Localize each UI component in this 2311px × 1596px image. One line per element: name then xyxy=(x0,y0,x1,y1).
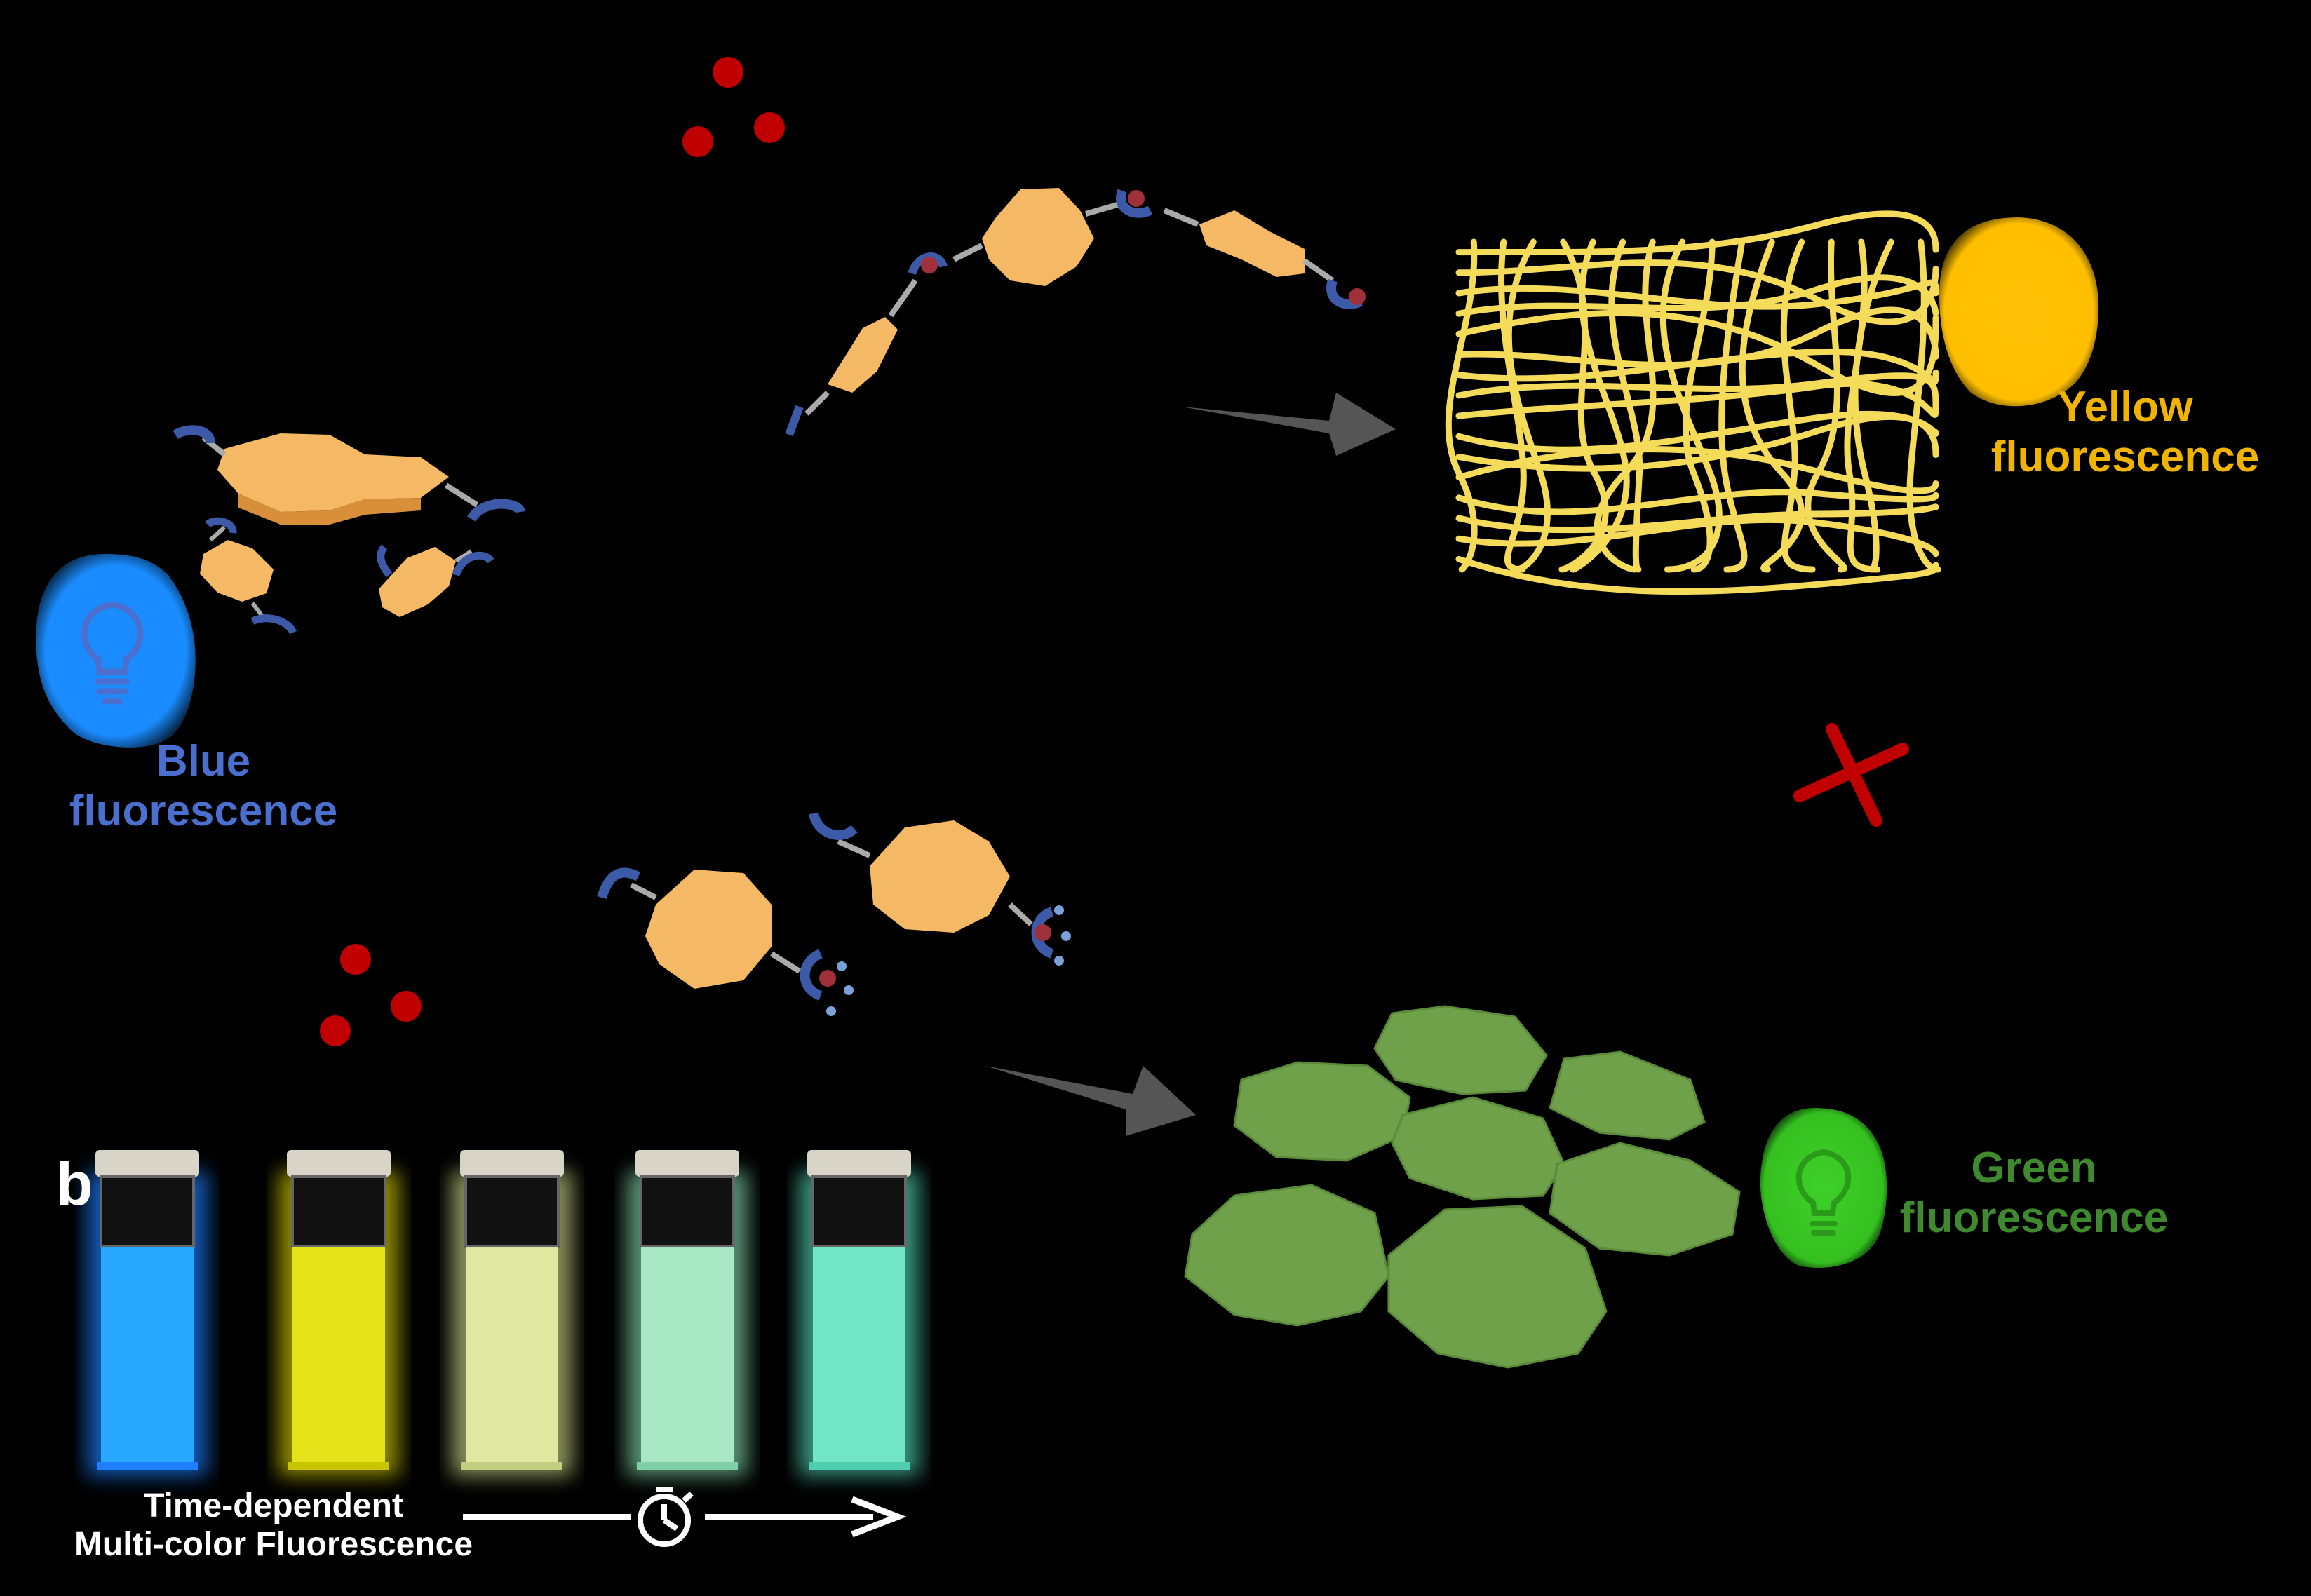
blue-fluorescence-label: Blue fluorescence xyxy=(28,736,379,837)
arrow-right-icon xyxy=(1182,393,1396,456)
pale-yellow-vial xyxy=(452,1150,572,1476)
pale-green-vial xyxy=(627,1150,748,1476)
lightbulb-icon xyxy=(1795,1149,1852,1236)
green-lightbulb xyxy=(1760,1108,1887,1268)
lightbulb-icon xyxy=(81,601,144,705)
ion xyxy=(1061,931,1071,941)
green-glow xyxy=(1760,1108,1887,1268)
blue-glow xyxy=(36,554,196,748)
receptor xyxy=(452,551,494,577)
vial-liquid xyxy=(813,1247,905,1462)
yellow-label-line1: Yellow xyxy=(2057,383,2193,431)
linker xyxy=(444,482,479,508)
vial-cap xyxy=(635,1150,739,1177)
receptor xyxy=(205,517,237,534)
stopwatch-icon xyxy=(638,1487,694,1547)
vial-liquid xyxy=(641,1247,734,1462)
green-label-line1: Green xyxy=(1971,1144,2097,1192)
receptor xyxy=(597,867,641,900)
yellow-vial xyxy=(278,1150,399,1476)
receptor xyxy=(467,499,525,522)
ion-cluster-bottom xyxy=(320,944,422,1046)
ion xyxy=(391,991,422,1022)
nanosheet xyxy=(1387,1205,1608,1369)
blue-vial xyxy=(87,1150,208,1476)
bound-ion xyxy=(1349,288,1366,305)
ion-cluster-top xyxy=(682,57,785,157)
ion xyxy=(682,126,713,157)
cyan-green-vial xyxy=(799,1150,919,1476)
ion xyxy=(844,985,854,995)
ion xyxy=(713,57,743,88)
time-arrow xyxy=(463,1487,907,1547)
nanosheet xyxy=(1391,1096,1565,1201)
receptor xyxy=(1116,189,1153,218)
blue-label-line1: Blue xyxy=(156,737,251,785)
receptor xyxy=(809,812,858,840)
bound-ion xyxy=(1128,190,1145,207)
ion xyxy=(340,944,371,975)
molecule xyxy=(173,425,525,525)
yellow-label-line2: fluorescence xyxy=(1990,433,2260,482)
yellow-fluorescence-label: Yellow fluorescence xyxy=(1957,382,2293,482)
ion xyxy=(1054,905,1064,915)
lower-monomers xyxy=(597,812,1071,1016)
ion xyxy=(754,112,785,143)
green-label-line2: fluorescence xyxy=(1899,1193,2169,1243)
bound-ion xyxy=(819,970,836,987)
bound-ion xyxy=(921,257,938,273)
vial-cap xyxy=(287,1150,391,1177)
receptor xyxy=(800,949,823,1001)
time-caption-line1: Time-dependent xyxy=(144,1487,403,1524)
panel-label-b: b xyxy=(56,1151,93,1218)
arrow-right-icon xyxy=(985,1066,1196,1136)
ion xyxy=(837,961,847,971)
ion xyxy=(826,1006,836,1016)
receptor xyxy=(173,425,215,445)
vial-cap xyxy=(807,1150,911,1177)
nanosheet xyxy=(1373,1005,1548,1095)
nanosheet xyxy=(1184,1184,1390,1327)
molecule xyxy=(200,517,297,635)
monomer-cluster xyxy=(173,425,525,635)
vial-liquid xyxy=(101,1247,194,1462)
blue-lightbulb xyxy=(36,554,196,748)
time-caption: Time-dependent Multi-color Fluorescence xyxy=(42,1487,505,1564)
ion xyxy=(1054,956,1064,966)
vial-cap xyxy=(460,1150,564,1177)
bound-ion xyxy=(1035,924,1051,941)
nanosheet xyxy=(1549,1142,1741,1257)
vial-liquid xyxy=(292,1247,385,1462)
cross-icon xyxy=(1793,723,1909,827)
green-fluorescence-label: Green fluorescence xyxy=(1859,1143,2209,1243)
blue-label-line2: fluorescence xyxy=(69,787,338,836)
fiber-network xyxy=(1445,210,1941,595)
yellow-glow xyxy=(1939,217,2099,407)
vial-cap xyxy=(95,1150,199,1177)
vial-row xyxy=(87,1150,919,1476)
molecular-chain xyxy=(785,188,1366,437)
receptor xyxy=(785,405,804,437)
receptor xyxy=(377,544,393,578)
vial-liquid xyxy=(466,1247,558,1462)
time-caption-line2: Multi-color Fluorescence xyxy=(74,1526,473,1564)
nanosheet xyxy=(1549,1050,1706,1141)
molecule xyxy=(377,544,494,617)
nanosheet-cluster xyxy=(1184,1005,1741,1369)
nanosheet xyxy=(1233,1061,1411,1162)
yellow-lightbulb xyxy=(1939,217,2099,407)
ion xyxy=(320,1015,351,1046)
receptor xyxy=(250,614,297,635)
